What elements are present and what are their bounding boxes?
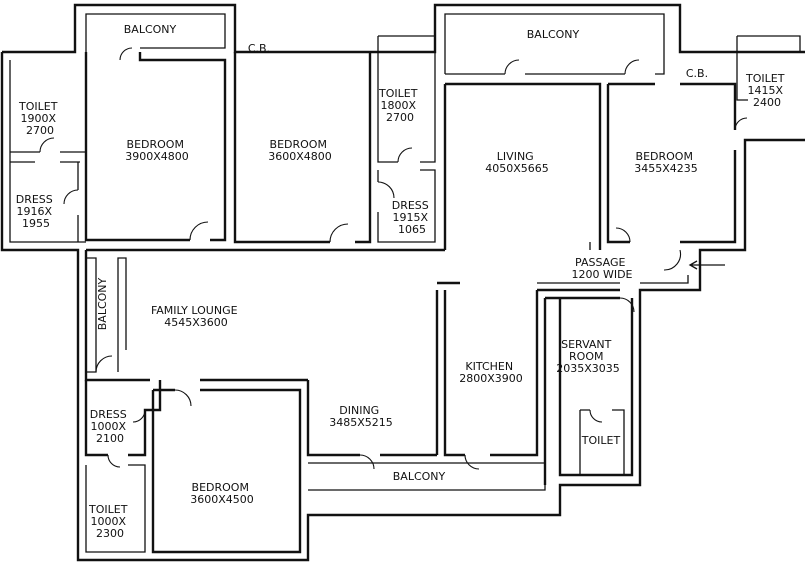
room-label-bedroom-3: BEDROOM 3455X4235	[634, 150, 698, 175]
door-swing	[619, 297, 635, 313]
room-label-balcony-left: BALCONY	[96, 277, 109, 330]
dining-wall	[306, 380, 437, 457]
door-swing	[397, 147, 413, 163]
room-label-passage: PASSAGE 1200 WIDE	[571, 256, 632, 281]
living-wall	[443, 82, 602, 250]
door-swing	[377, 181, 395, 199]
door-swing	[589, 409, 603, 423]
outer-wall	[2, 3, 805, 54]
arrow-icon	[688, 260, 725, 270]
room-label-bedroom-4: BEDROOM 3600X4500	[190, 481, 254, 506]
room-label-dress-3: DRESS 1000X 2100	[90, 408, 131, 445]
door-swing	[663, 249, 682, 271]
door-swing	[329, 223, 349, 243]
door-swing	[504, 59, 520, 75]
outer-wall-right	[0, 52, 805, 562]
walls	[0, 3, 805, 562]
bottom-balcony	[308, 462, 546, 491]
door-swings	[39, 47, 748, 470]
door-swing	[624, 59, 640, 75]
door-swing	[39, 137, 55, 153]
bedroom-3-wall	[606, 82, 737, 244]
room-label-balcony-bottom: BALCONY	[393, 470, 446, 483]
toilet-4-wall	[85, 464, 146, 553]
door-swing	[63, 189, 79, 205]
toilet-1-wall	[10, 151, 86, 163]
outer-inner-line	[9, 60, 86, 243]
room-label-balcony-top-right: BALCONY	[527, 28, 580, 41]
door-swing	[734, 117, 748, 131]
passage-wall	[537, 242, 689, 284]
room-label-toilet-1: TOILET 1900X 2700	[18, 100, 61, 137]
room-label-dress-1: DRESS 1916X 1955	[16, 193, 57, 230]
door-swing	[107, 454, 121, 468]
toilet-3-wall	[736, 35, 801, 101]
room-label-family-lounge: FAMILY LOUNGE 4545X3600	[151, 304, 241, 329]
door-swing	[359, 454, 375, 470]
room-label-cb-left: C.B.	[248, 42, 270, 55]
room-label-toilet-3: TOILET 1415X 2400	[745, 72, 788, 109]
room-label-dining: DINING 3485X5215	[329, 404, 393, 429]
door-swing	[119, 47, 133, 61]
bedroom-2-wall	[233, 52, 372, 244]
family-lounge-wall	[84, 248, 445, 382]
door-swing	[95, 355, 113, 373]
room-label-servant-toilet: TOILET	[581, 434, 621, 447]
servant-room-wall	[543, 296, 634, 485]
servant-toilet-wall	[579, 409, 625, 475]
toilet-2-wall	[377, 35, 436, 163]
entry-arrow	[688, 260, 725, 270]
room-label-cb-right: C.B.	[686, 67, 708, 80]
room-label-toilet-2: TOILET 1800X 2700	[378, 87, 421, 124]
room-label-kitchen: KITCHEN 2800X3900	[459, 360, 523, 385]
door-swing	[174, 389, 192, 407]
room-label-toilet-4: TOILET 1000X 2300	[88, 503, 131, 540]
door-swing	[615, 227, 631, 243]
room-label-living: LIVING 4050X5665	[485, 150, 549, 175]
door-swing	[464, 454, 480, 470]
bedroom-1-wall	[84, 52, 227, 242]
room-label-balcony-top-left: BALCONY	[124, 23, 177, 36]
room-labels: BALCONY BALCONY C.B. C.B. TOILET 1900X 2…	[16, 23, 788, 540]
kitchen-wall	[435, 281, 539, 457]
top-right-balcony-inner	[444, 13, 665, 75]
dress-2-wall	[377, 169, 436, 243]
room-label-servant-room: SERVANT ROOM 2035X3035	[556, 338, 620, 375]
door-swing	[132, 409, 146, 423]
bedroom-4-wall	[151, 388, 302, 554]
door-swing	[189, 221, 209, 241]
room-label-bedroom-2: BEDROOM 3600X4800	[268, 138, 332, 163]
top-left-balcony-inner	[85, 13, 226, 60]
room-label-dress-2: DRESS 1915X 1065	[392, 199, 433, 236]
room-label-bedroom-1: BEDROOM 3900X4800	[125, 138, 189, 163]
